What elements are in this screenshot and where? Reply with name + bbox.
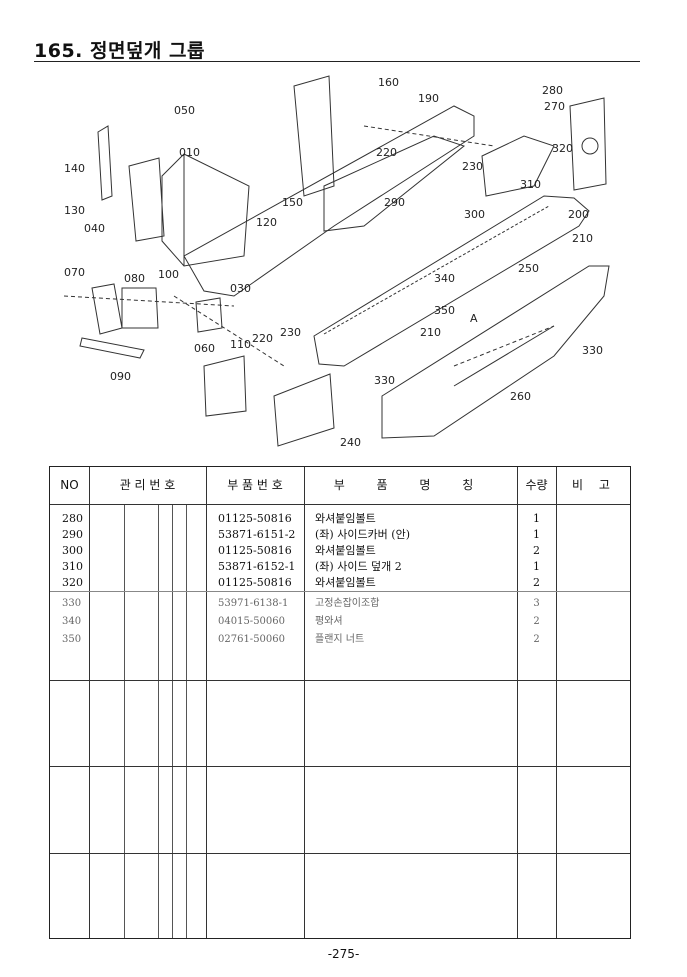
row-rule (50, 591, 630, 592)
svg-text:060: 060 (194, 342, 215, 355)
parts-table: NO 관 리 번 호 부 품 번 호 부 품 명 칭 수량 비 고 280 01… (49, 466, 631, 939)
row-310-no: 310 (62, 560, 83, 573)
svg-text:300: 300 (464, 208, 485, 221)
header-no: NO (60, 478, 79, 492)
title-rule (34, 61, 640, 62)
mgmt-subdivider (172, 504, 173, 938)
row-350-part-no: 02761-50060 (218, 634, 286, 645)
row-320-part-no: 01125-50816 (218, 576, 292, 589)
row-290-no: 290 (62, 528, 83, 541)
svg-text:080: 080 (124, 272, 145, 285)
row-340-qty: 2 (533, 616, 540, 627)
svg-text:220: 220 (376, 146, 397, 159)
row-340-name: 평와셔 (315, 616, 343, 627)
svg-text:040: 040 (84, 222, 105, 235)
header-part-no: 부 품 번 호 (227, 478, 283, 492)
svg-text:210: 210 (420, 326, 441, 339)
row-350-no: 350 (62, 634, 82, 645)
row-290-part-no: 53871-6151-2 (218, 528, 296, 541)
col-divider (304, 467, 305, 938)
row-330-qty: 3 (533, 598, 540, 609)
row-300-name: 와셔붙임볼트 (315, 544, 376, 557)
row-350-name: 플랜지 너트 (315, 634, 365, 645)
col-divider (556, 467, 557, 938)
row-320-no: 320 (62, 576, 83, 589)
row-340-part-no: 04015-50060 (218, 616, 286, 627)
svg-text:270: 270 (544, 100, 565, 113)
col-divider (517, 467, 518, 938)
svg-text:250: 250 (518, 262, 539, 275)
row-300-qty: 2 (533, 544, 540, 557)
mgmt-subdivider (158, 504, 159, 938)
svg-text:190: 190 (418, 92, 439, 105)
row-300-no: 300 (62, 544, 83, 557)
svg-text:240: 240 (340, 436, 361, 449)
row-310-part-no: 53871-6152-1 (218, 560, 296, 573)
mgmt-subdivider (124, 504, 125, 938)
row-330-part-no: 53971-6138-1 (218, 598, 289, 609)
row-330-name: 고정손잡이조합 (315, 598, 380, 609)
header-qty: 수량 (525, 478, 548, 492)
svg-text:010: 010 (179, 146, 200, 159)
page-title: 165. 정면덮개 그룹 (34, 40, 205, 62)
row-310-name: (좌) 사이드 덮개 2 (315, 560, 402, 573)
svg-text:070: 070 (64, 266, 85, 279)
svg-text:320: 320 (552, 142, 573, 155)
header-part-name: 부 품 명 칭 (333, 478, 488, 492)
svg-text:200: 200 (568, 208, 589, 221)
svg-text:150: 150 (282, 196, 303, 209)
svg-text:310: 310 (520, 178, 541, 191)
row-310-qty: 1 (533, 560, 540, 573)
row-340-no: 340 (62, 616, 82, 627)
col-divider (206, 467, 207, 938)
row-320-name: 와셔붙임볼트 (315, 576, 376, 589)
svg-text:230: 230 (280, 326, 301, 339)
row-rule (50, 680, 630, 681)
svg-text:330: 330 (582, 344, 603, 357)
row-280-no: 280 (62, 512, 83, 525)
header-rule (50, 504, 630, 505)
row-330-no: 330 (62, 598, 82, 609)
svg-text:140: 140 (64, 162, 85, 175)
row-290-qty: 1 (533, 528, 540, 541)
svg-text:290: 290 (384, 196, 405, 209)
row-280-qty: 1 (533, 512, 540, 525)
svg-text:100: 100 (158, 268, 179, 281)
svg-text:120: 120 (256, 216, 277, 229)
diagram-drawing: 050 010 140 130 040 070 080 100 030 120 … (63, 75, 610, 449)
header-remarks: 비 고 (572, 478, 616, 492)
header-mgmt-no: 관 리 번 호 (119, 478, 176, 492)
svg-text:210: 210 (572, 232, 593, 245)
row-rule (50, 853, 630, 854)
svg-text:090: 090 (110, 370, 131, 383)
svg-text:050: 050 (174, 104, 195, 117)
col-divider (89, 467, 90, 938)
svg-text:330: 330 (374, 374, 395, 387)
row-280-name: 와셔붙임볼트 (315, 512, 376, 525)
svg-text:230: 230 (462, 160, 483, 173)
svg-text:110: 110 (230, 338, 251, 351)
row-300-part-no: 01125-50816 (218, 544, 292, 557)
row-320-qty: 2 (533, 576, 540, 589)
svg-text:160: 160 (378, 76, 399, 89)
mgmt-subdivider (186, 504, 187, 938)
svg-text:350: 350 (434, 304, 455, 317)
svg-text:130: 130 (64, 204, 85, 217)
svg-text:220: 220 (252, 332, 273, 345)
svg-text:A: A (470, 312, 478, 325)
svg-text:280: 280 (542, 84, 563, 97)
row-rule (50, 766, 630, 767)
svg-text:340: 340 (434, 272, 455, 285)
svg-text:030: 030 (230, 282, 251, 295)
row-350-qty: 2 (533, 634, 540, 645)
row-290-name: (좌) 사이드카버 (안) (315, 528, 410, 541)
exploded-parts-diagram: 050 010 140 130 040 070 080 100 030 120 … (34, 66, 640, 460)
page-number: -275- (327, 947, 360, 961)
svg-text:260: 260 (510, 390, 531, 403)
row-280-part-no: 01125-50816 (218, 512, 292, 525)
